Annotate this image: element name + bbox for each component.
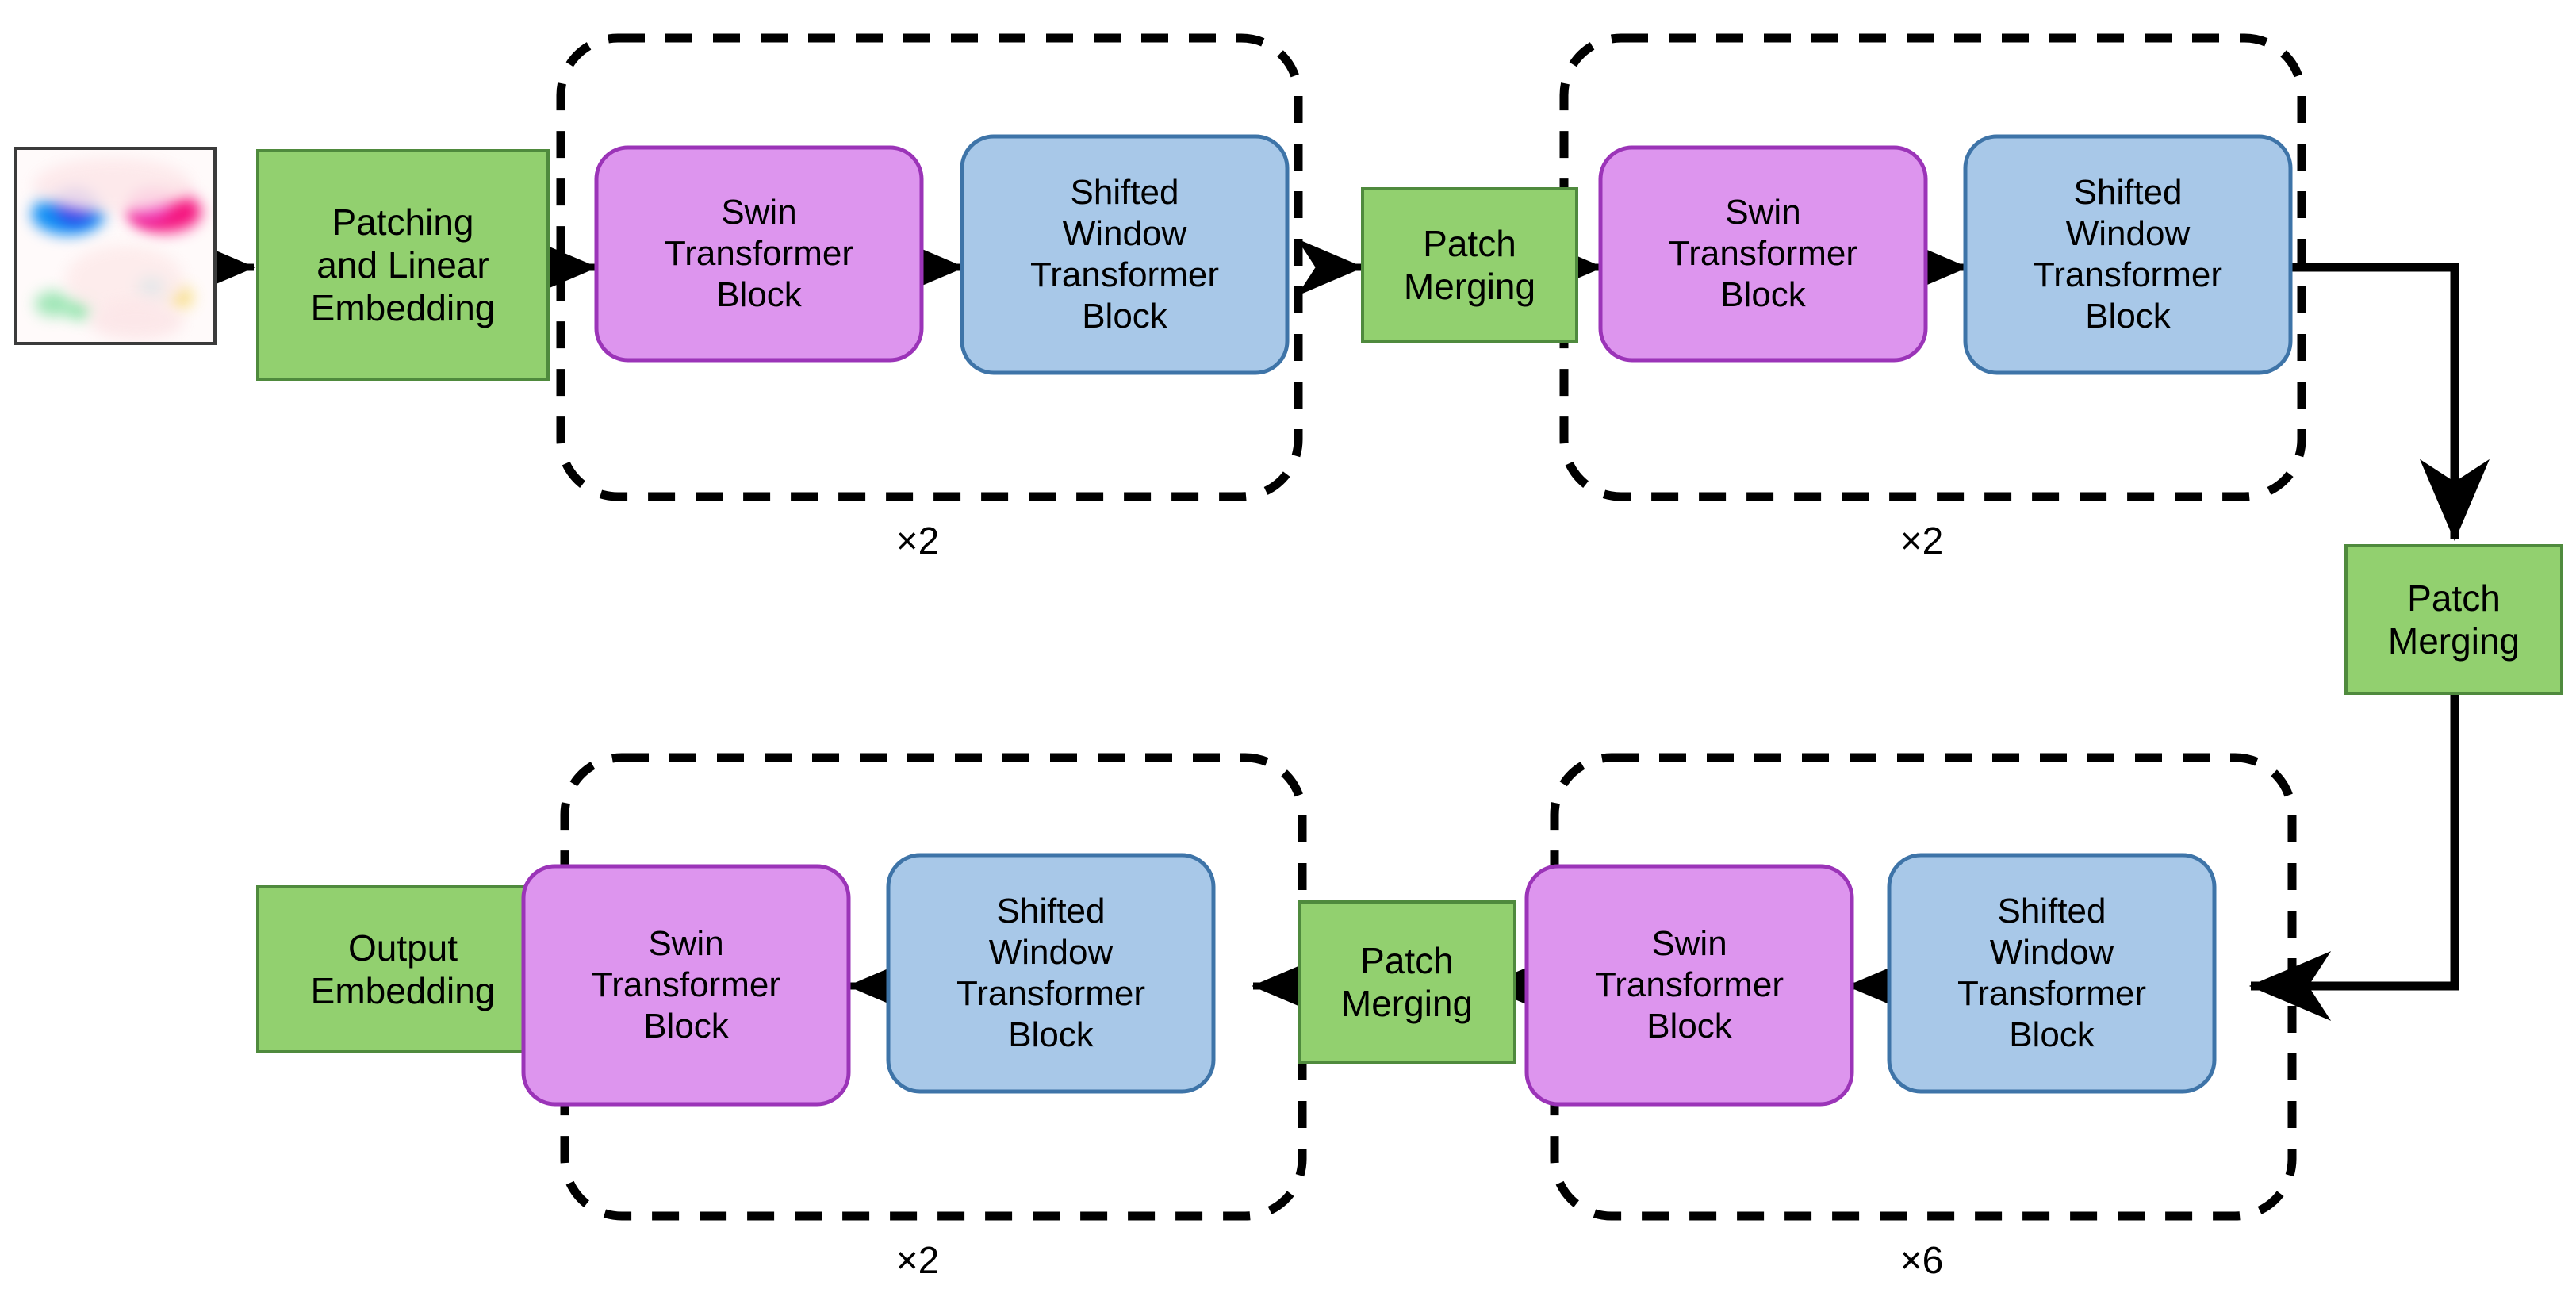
patch-merging-2-box[interactable] bbox=[2344, 544, 2563, 695]
stage-4-repeat-label: ×2 bbox=[895, 1240, 940, 1282]
swin-transformer-block-2-box[interactable] bbox=[1598, 145, 1928, 363]
stage-group-3-dashed-border bbox=[1550, 753, 2297, 1221]
shifted-window-transformer-block-2-box[interactable] bbox=[1963, 134, 2293, 375]
stage-3-repeat-label: ×6 bbox=[1899, 1240, 1944, 1282]
stage-group-1-dashed-border bbox=[556, 33, 1303, 501]
output-embedding-box[interactable] bbox=[256, 885, 550, 1053]
shifted-window-transformer-block-1-box[interactable] bbox=[960, 134, 1290, 375]
swin-transformer-block-4-box[interactable] bbox=[521, 864, 851, 1107]
shifted-window-transformer-block-4-box[interactable] bbox=[886, 853, 1216, 1094]
connector-patchmerge2-to-shifted3 bbox=[2248, 692, 2459, 1021]
stage-group-2-dashed-border bbox=[1559, 33, 2306, 501]
shifted-window-transformer-block-3-box[interactable] bbox=[1887, 853, 2217, 1094]
swin-transformer-block-3-box[interactable] bbox=[1524, 864, 1854, 1107]
blob-pale-pink-3 bbox=[89, 301, 184, 340]
blob-pale-pink-1 bbox=[33, 158, 192, 213]
input-heatmap-image bbox=[14, 147, 217, 345]
patching-and-linear-embedding-box[interactable] bbox=[256, 149, 550, 381]
patch-merging-3-box[interactable] bbox=[1298, 900, 1516, 1064]
swin-transformer-block-1-box[interactable] bbox=[594, 145, 924, 363]
stage-1-repeat-label: ×2 bbox=[895, 520, 940, 562]
patch-merging-1-box[interactable] bbox=[1361, 187, 1578, 343]
stage-2-repeat-label: ×2 bbox=[1899, 520, 1944, 562]
connector-shifted2-to-patchmerge2 bbox=[2272, 263, 2490, 542]
stage-group-4-dashed-border bbox=[560, 753, 1307, 1221]
